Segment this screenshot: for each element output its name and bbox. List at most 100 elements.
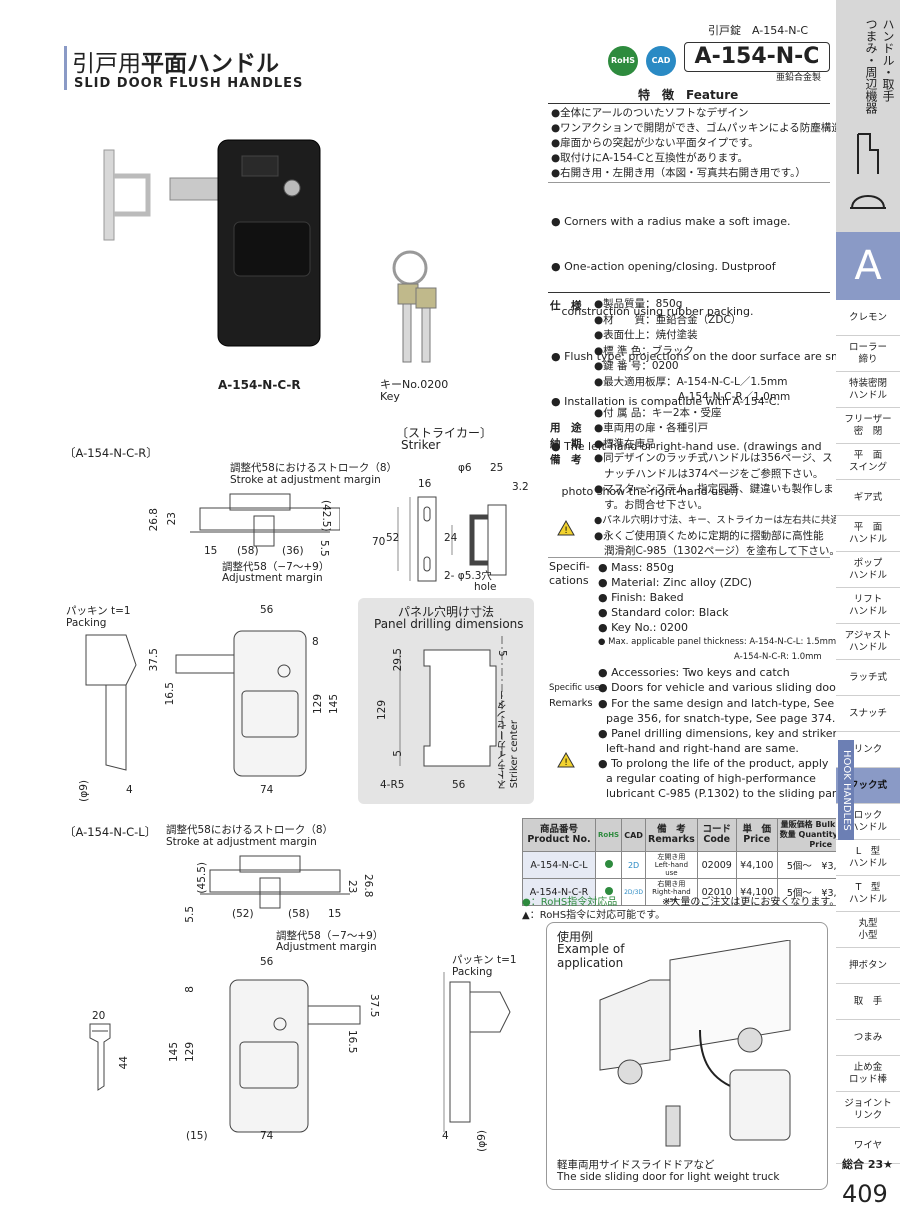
use-jp: ●車両用の扉・各種引戸 [594, 422, 709, 434]
sidebar-item[interactable]: リンク [836, 732, 900, 768]
remark-jp-6: 潤滑剤C-985（1302ページ）を塗布して下さい。 [604, 545, 840, 557]
sidebar-item[interactable]: ワイヤ [836, 1128, 900, 1164]
spec-label-jp: 仕 様 [550, 300, 582, 312]
drawing-l-front-dim-145: 145 [168, 1042, 180, 1063]
remarks-label-jp: 備 考 [550, 454, 582, 466]
remark-jp-2: ●マスターシステム、指定同番、鍵違いも製作しま [594, 483, 834, 495]
spec-en-1: ● Material: Zinc alloy (ZDC) [598, 576, 752, 589]
striker-drawing [370, 455, 540, 595]
sidebar-item[interactable]: ロック ハンドル [836, 804, 900, 840]
index-label: 総合 23★ [842, 1158, 893, 1171]
drawing-l-side-dim-phi9: (φ9) [476, 1130, 488, 1152]
drawing-r-dim-55: 5.5 [318, 540, 330, 557]
drawing-l-front-dim-74: 74 [260, 1130, 274, 1142]
panel-dim-56: 56 [452, 779, 466, 791]
remark-en-2: ● Panel drilling dimensions, key and str… [598, 727, 837, 740]
legend-rohs: ●：RoHS指令対応品 [522, 897, 618, 908]
remark-en-0: ● For the same design and latch-type, Se… [598, 697, 835, 710]
sidebar-item[interactable]: クレモン [836, 300, 900, 336]
sidebar-vertical-title: ハンドル・取手 つまみ・周辺機器 [864, 18, 895, 114]
sidebar-item[interactable]: つまみ [836, 1020, 900, 1056]
sidebar-item[interactable]: L 型 ハンドル [836, 840, 900, 876]
drawing-l-front-dim-165: 16.5 [346, 1030, 358, 1054]
feature-en-0: ● Corners with a radius make a soft imag… [551, 215, 791, 228]
striker-dim-70: 70 [372, 536, 386, 548]
striker-hole-jp: 2- φ5.3穴 [444, 570, 492, 582]
spec-en-3: ● Standard color: Black [598, 606, 729, 619]
sidebar-item[interactable]: ラッチ式 [836, 660, 900, 696]
drawing-r-front-dim-165: 16.5 [164, 682, 176, 706]
panel-dim-5-bottom: 5 [392, 750, 404, 757]
drawing-l-dim-15: 15 [328, 908, 342, 920]
drawing-l-dim-52: (52) [232, 908, 254, 920]
cad-badge-icon: CAD [646, 46, 676, 76]
spec-jp-0: ●製品質量：850g [594, 298, 683, 310]
application-title-en-1: Example of [557, 942, 625, 956]
panel-dim-129: 129 [376, 700, 388, 721]
spec-jp-4: ●鍵 番 号：0200 [594, 360, 679, 372]
panel-title-jp: パネル穴明け寸法 [398, 605, 495, 619]
remark-jp-5: ●永くご使用頂くために定期的に摺動部に高性能 [594, 529, 824, 542]
cell-rohs [594, 878, 623, 906]
drawing-r-dim-36: (36) [282, 545, 304, 557]
sidebar-item[interactable]: リフト ハンドル [836, 588, 900, 624]
sidebar-item[interactable]: 特装密閉 ハンドル [836, 372, 900, 408]
striker-title-en: Striker [401, 438, 441, 452]
drawing-l-front-dim-375: 37.5 [368, 994, 380, 1018]
sidebar-item[interactable]: ポップ ハンドル [836, 552, 900, 588]
sidebar-item[interactable]: スナッチ [836, 696, 900, 732]
sidebar-item[interactable]: 取 手 [836, 984, 900, 1020]
drawing-r-dim-58: (58) [237, 545, 259, 557]
feature-en-3: ● Flush type: projections on the door su… [551, 350, 859, 363]
sidebar-item[interactable]: 丸型 小型 [836, 912, 900, 948]
panel-dim-5-top: 5 [496, 650, 508, 657]
photo-caption-key-en: Key [380, 390, 400, 403]
sidebar-item[interactable]: 平 面 ハンドル [836, 516, 900, 552]
drawing-r-packing-en: Packing [66, 617, 107, 629]
cell-cad: 2D/3D [621, 878, 647, 906]
key-photo [388, 244, 446, 370]
spec-jp-2: ●表面仕上：焼付塗装 [594, 329, 698, 341]
drawing-r-front-dim-129: 129 [312, 694, 324, 715]
remarks-list-en: ● For the same design and latch-type, Se… [598, 696, 850, 801]
sidebar-item[interactable]: ギア式 [836, 480, 900, 516]
spec-en-4: ● Key No.: 0200 [598, 621, 688, 634]
sidebar-item[interactable]: フリーザー 密 閉 [836, 408, 900, 444]
drawing-l-front-dim-8: 8 [184, 986, 196, 993]
feature-jp-0: ●全体にアールのついたソフトなデザイン [551, 107, 749, 119]
remark-jp-0: ●同デザインのラッチ式ハンドルは356ページ、ス [594, 452, 833, 464]
striker-title-jp: 〔ストライカー〕 [396, 426, 493, 440]
remark-en-1: page 356, for snatch-type, See page 374. [606, 712, 836, 725]
sidebar-item[interactable]: 平 面 スイング [836, 444, 900, 480]
spec-divider [548, 292, 830, 293]
handle-icon [848, 130, 888, 224]
photo-caption-key-jp: キーNo.0200 [380, 378, 449, 391]
sidebar-item[interactable]: ローラー 締り [836, 336, 900, 372]
feature-jp-3: ●取付けにA-154-Cと互換性があります。 [551, 152, 749, 164]
sidebar-item[interactable]: 押ボタン [836, 948, 900, 984]
drawing-r-dim-15: 15 [204, 545, 218, 557]
spec-en-2: ● Finish: Baked [598, 591, 684, 604]
key-dim-20: 20 [92, 1010, 106, 1022]
feature-divider-2 [548, 182, 830, 183]
product-photo [96, 136, 336, 366]
cell-product: A-154-N-C-L [522, 851, 596, 879]
remark-en-4: ● To prolong the life of the product, ap… [598, 757, 829, 770]
cell-qty: 5個～ [786, 861, 812, 872]
drawing-l-side [200, 852, 360, 914]
sidebar-item[interactable]: T 型 ハンドル [836, 876, 900, 912]
sidebar-item[interactable]: アジャスト ハンドル [836, 624, 900, 660]
sidebar-item[interactable]: 止め金 ロッド棒 [836, 1056, 900, 1092]
drawing-r-front-dim-phi9: (φ9) [78, 780, 90, 802]
cad-badge-label: CAD [651, 56, 671, 65]
sidebar-item[interactable]: ジョイント リンク [836, 1092, 900, 1128]
striker-dim-24: 24 [444, 532, 458, 544]
th-rohs: RoHS [594, 818, 623, 852]
cell-code: 02009 [696, 851, 737, 879]
panel-title-en: Panel drilling dimensions [374, 617, 524, 631]
delivery-jp: ●標準在庫品 [594, 438, 656, 450]
